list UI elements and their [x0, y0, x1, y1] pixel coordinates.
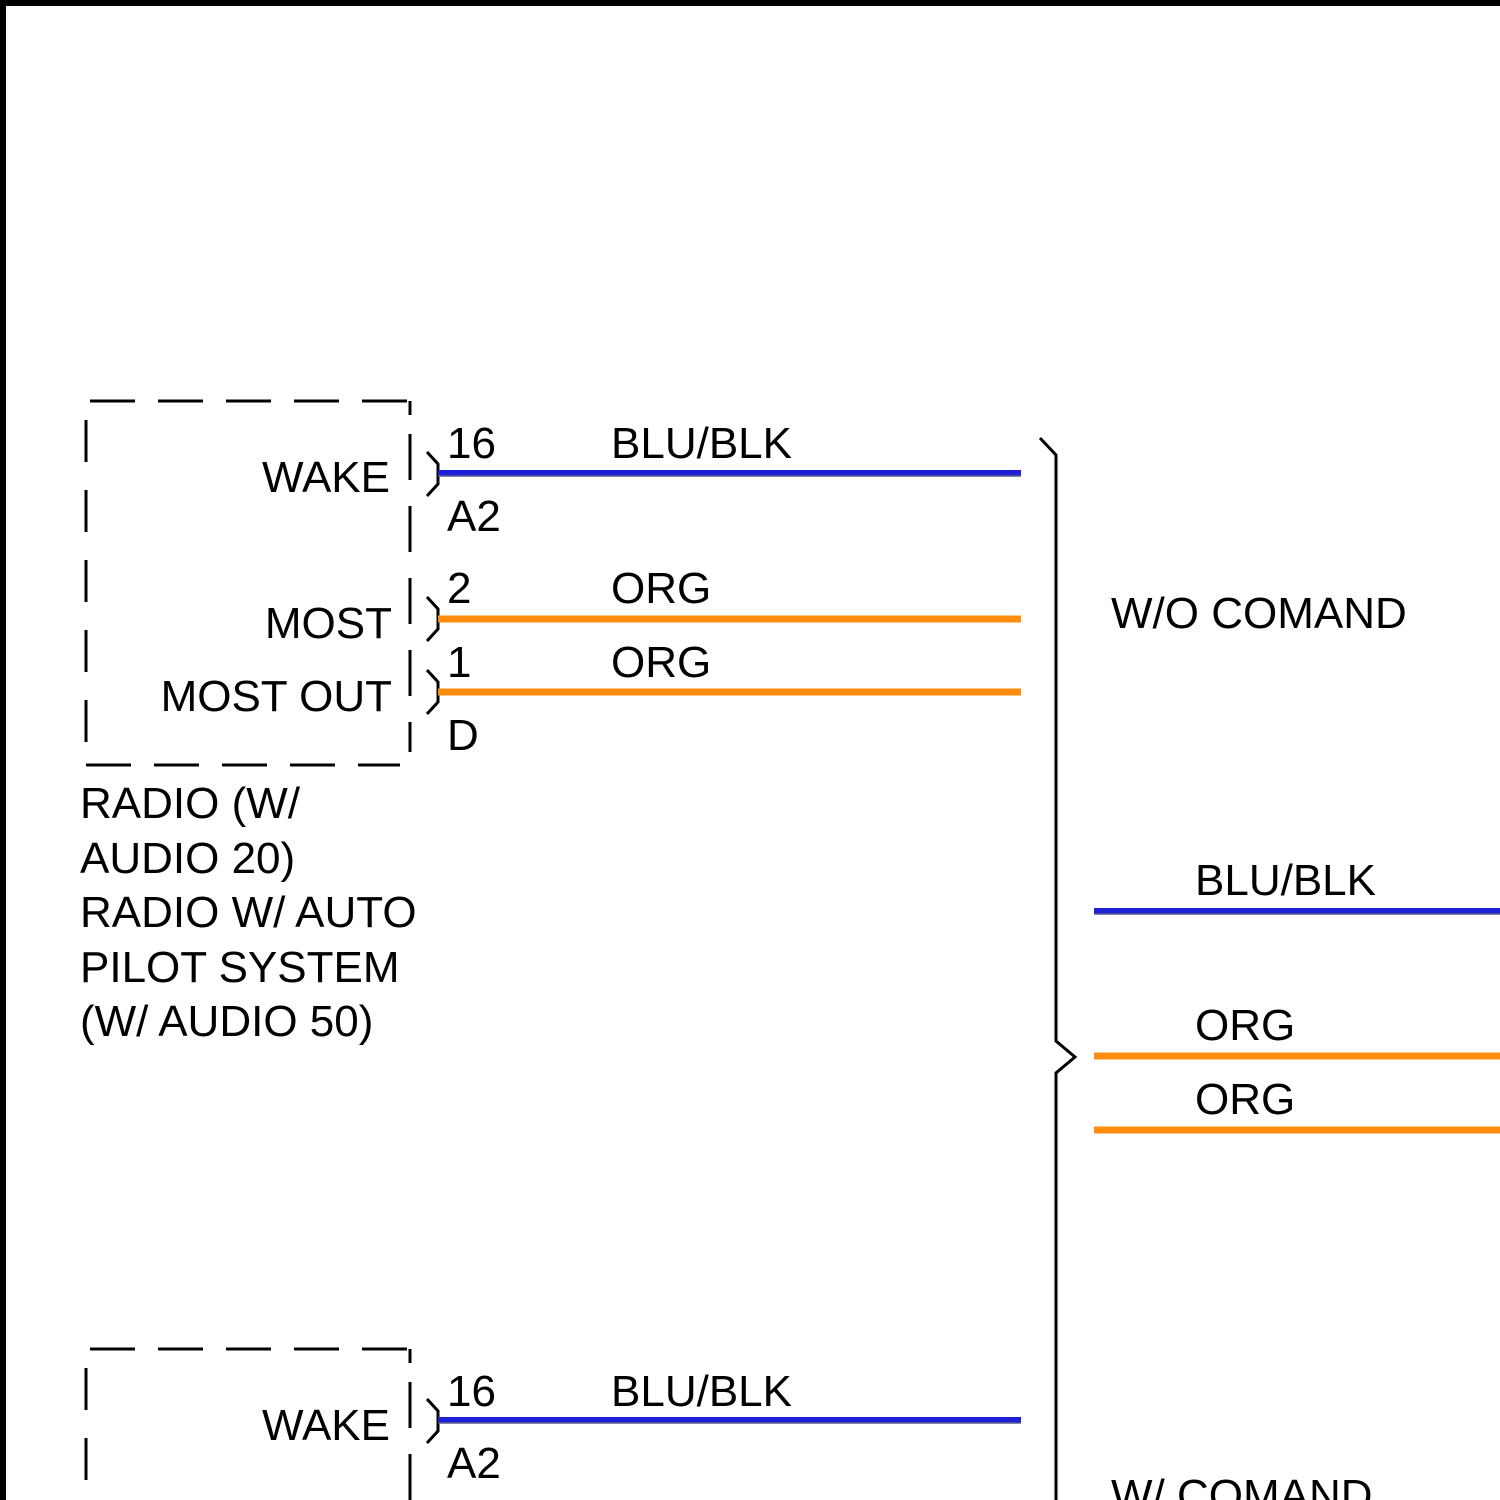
option-label-with-comand: W/ COMAND	[1111, 1471, 1373, 1500]
connector-bracket-most-out	[427, 670, 438, 714]
pin-number-wake: 16	[447, 1367, 496, 1416]
connector-bracket-wake	[427, 452, 438, 496]
connector-id-d: D	[447, 711, 479, 760]
connector-bracket-wake	[427, 1399, 438, 1443]
radio-component-top: WAKE MOST MOST OUT 16 A2 2 1 D BLU/BLK O…	[80, 401, 1021, 1046]
component-label-line-5: (W/ AUDIO 50)	[80, 997, 373, 1046]
component-label-line-1: RADIO (W/	[80, 779, 301, 828]
wire-color-wake: BLU/BLK	[611, 1367, 792, 1416]
pin-number-wake: 16	[447, 419, 496, 468]
component-label-line-2: AUDIO 20)	[80, 834, 295, 883]
pin-number-most-out: 1	[447, 638, 471, 687]
wire-color-wake: BLU/BLK	[611, 419, 792, 468]
pin-label-wake: WAKE	[262, 453, 390, 502]
merged-wires: BLU/BLK ORG ORG	[1094, 856, 1500, 1130]
pin-label-most-out: MOST OUT	[161, 672, 392, 721]
connector-bracket-most	[427, 597, 438, 641]
merged-wire-color-wake: BLU/BLK	[1195, 856, 1376, 905]
component-label-line-4: PILOT SYSTEM	[80, 943, 400, 992]
wire-color-most-out: ORG	[611, 638, 711, 687]
connector-id-a2: A2	[447, 492, 501, 541]
pin-label-wake: WAKE	[262, 1401, 390, 1450]
component-label-line-3: RADIO W/ AUTO	[80, 888, 417, 937]
merged-wire-color-most: ORG	[1195, 1001, 1295, 1050]
option-label-without-comand: W/O COMAND	[1111, 589, 1407, 638]
pin-number-most: 2	[447, 564, 471, 613]
wire-color-most: ORG	[611, 564, 711, 613]
connector-id-a2: A2	[447, 1439, 501, 1488]
pin-label-most: MOST	[265, 599, 392, 648]
option-brace	[1040, 438, 1075, 1500]
radio-component-bottom: WAKE 16 A2 BLU/BLK	[86, 1349, 1021, 1500]
merged-wire-color-most-out: ORG	[1195, 1075, 1295, 1124]
